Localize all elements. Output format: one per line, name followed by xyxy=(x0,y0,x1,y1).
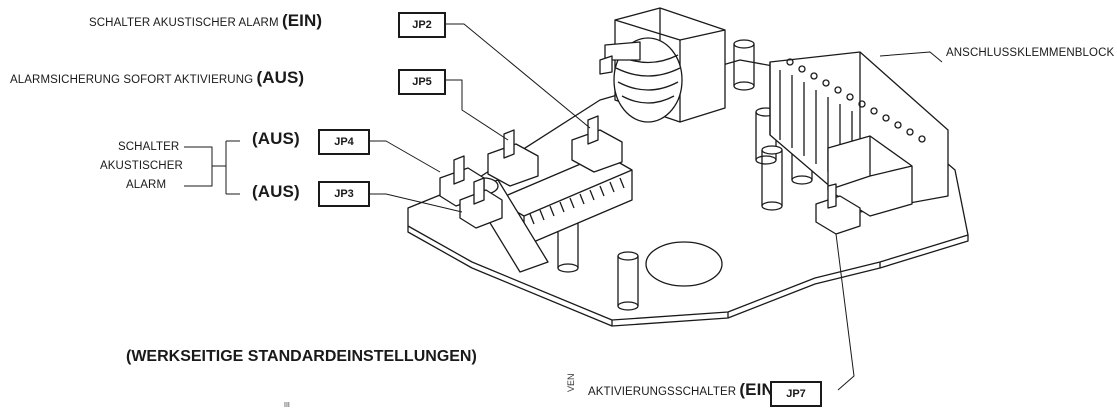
group-label-line3: ALARM xyxy=(126,179,167,191)
jp5-desc-text: ALARMSICHERUNG SOFORT AKTIVIERUNG xyxy=(10,74,254,86)
jp3-label: JP3 xyxy=(318,181,370,207)
jp5-description: ALARMSICHERUNG SOFORT AKTIVIERUNG (AUS) xyxy=(10,68,305,87)
board-hole xyxy=(645,241,723,287)
jp5-label: JP5 xyxy=(398,69,446,95)
jp4-label: JP4 xyxy=(318,129,370,155)
jp2-description: SCHALTER AKUSTISCHER ALARM (EIN) xyxy=(89,11,323,30)
vertical-text-fragment: VEN xyxy=(566,373,576,392)
jp2-desc-text: SCHALTER AKUSTISCHER ALARM xyxy=(89,17,279,29)
jp5-state: (AUS) xyxy=(256,68,305,87)
jp7-header xyxy=(815,195,861,235)
jp2-state: (EIN) xyxy=(281,11,323,30)
jp2-label: JP2 xyxy=(398,12,446,38)
jp7-state: (EIN) xyxy=(739,380,780,399)
group-label-line1: SCHALTER xyxy=(118,141,180,153)
jp7-desc-text: AKTIVIERUNGSSCHALTER xyxy=(588,386,737,398)
jp7-description: AKTIVIERUNGSSCHALTER (EIN) xyxy=(588,380,780,399)
leader-lines xyxy=(370,23,943,391)
group-bracket xyxy=(184,140,240,195)
jp7-label: JP7 xyxy=(770,381,822,407)
group-label-line2: AKUSTISCHER xyxy=(100,160,183,172)
jumper-headers xyxy=(439,115,623,229)
jp3-state: (AUS) xyxy=(252,182,300,201)
jp4-state: (AUS) xyxy=(252,129,300,148)
terminal-block-label: ANSCHLUSSKLEMMENBLOCK xyxy=(946,47,1115,59)
factory-defaults-heading: (WERKSEITIGE STANDARDEINSTELLUNGEN) xyxy=(126,348,477,365)
transformer xyxy=(599,7,726,123)
tiny-text-fragment: III xyxy=(284,402,290,409)
